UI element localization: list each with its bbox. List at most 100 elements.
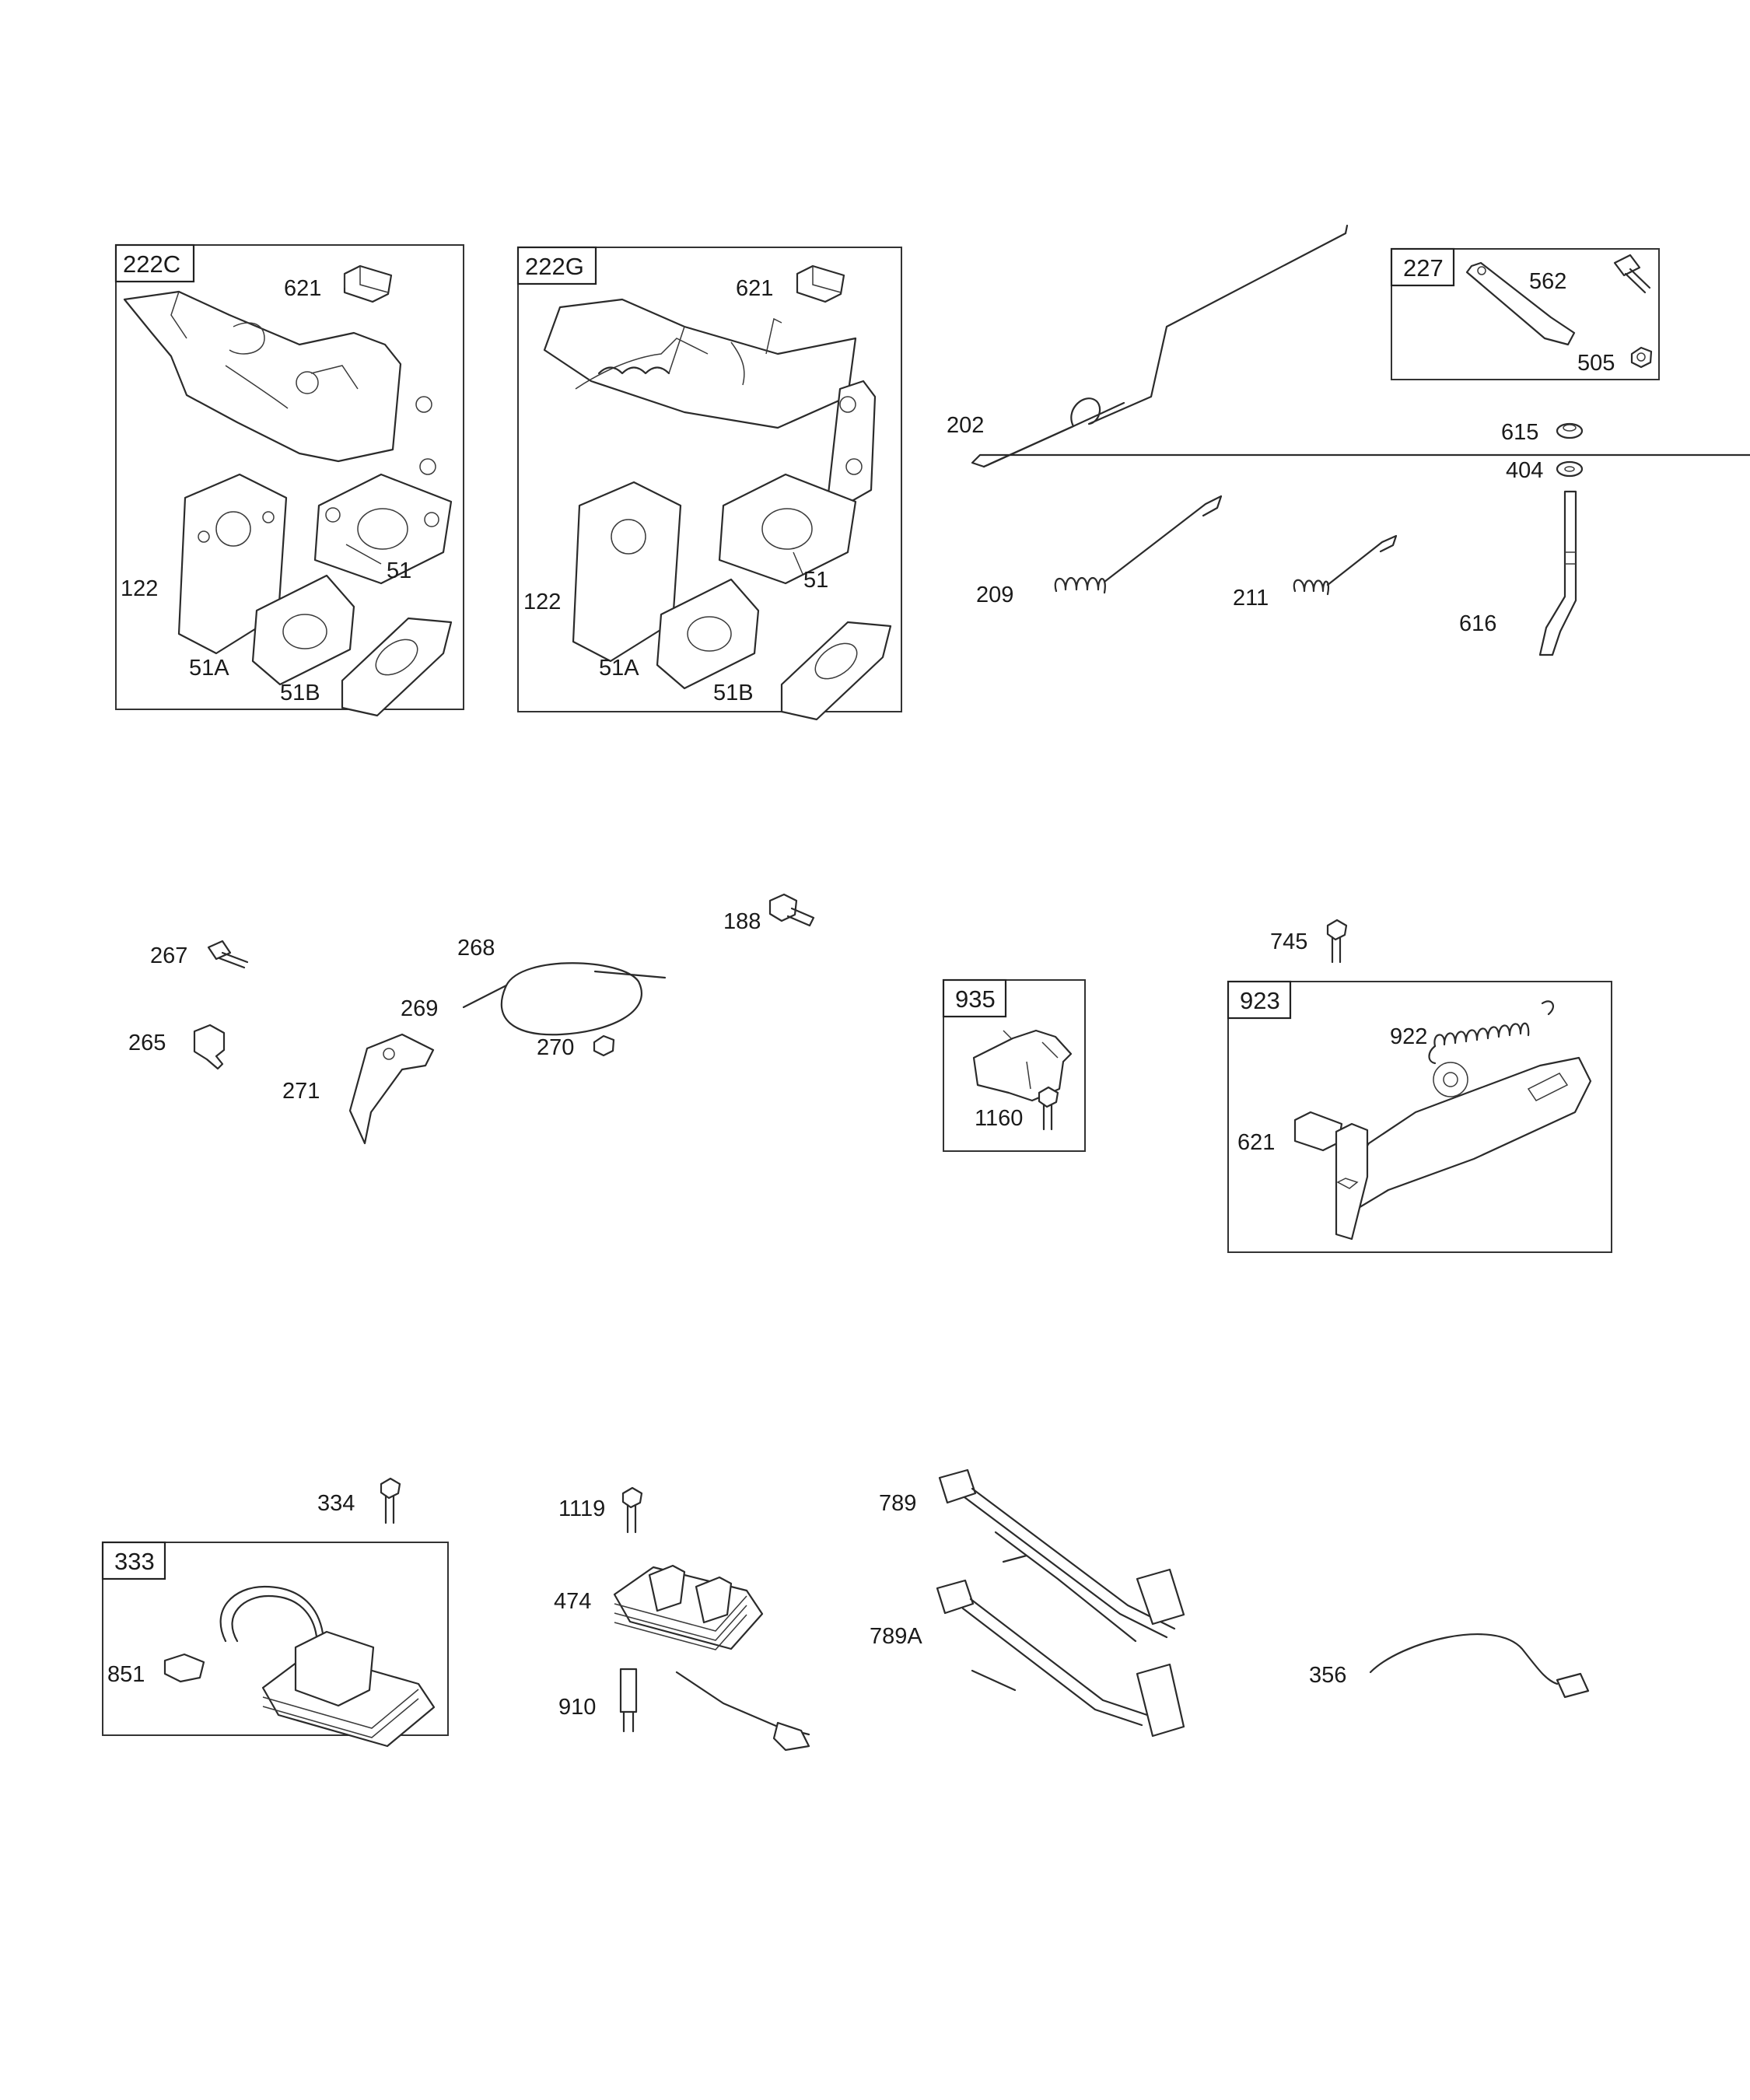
part-267-label: 267 xyxy=(150,943,187,968)
part-51-label: 51 xyxy=(387,558,411,583)
screw-1119-icon xyxy=(621,1486,643,1534)
group-222c-label: 222C xyxy=(123,250,180,278)
part-122-label: 122 xyxy=(121,576,158,601)
governor-link-202-icon xyxy=(982,401,1125,468)
group-935-tag xyxy=(942,978,1007,1018)
bracket-271-icon xyxy=(348,1033,435,1145)
part-615-label: 615 xyxy=(1501,420,1538,445)
part-265-label: 265 xyxy=(128,1031,166,1055)
part-334-label: 334 xyxy=(317,1491,355,1516)
part-270-label: 270 xyxy=(537,1035,574,1060)
nut-615-icon xyxy=(1556,422,1584,439)
part-51a-label: 51A xyxy=(189,656,229,681)
part-51-leader xyxy=(345,544,382,565)
part-51a-g-label: 51A xyxy=(599,656,639,681)
group-222c: 222C 621 51 12 xyxy=(114,243,464,717)
screw-267-icon xyxy=(207,940,249,969)
part-51b-label: 51B xyxy=(280,681,320,705)
ignition-coil-333-icon xyxy=(219,1585,436,1748)
part-621-label: 621 xyxy=(284,276,321,301)
part-745-label: 745 xyxy=(1270,929,1307,954)
group-227-frame xyxy=(1391,248,1660,380)
gasket-51-g-icon xyxy=(718,473,857,585)
group-923-label: 923 xyxy=(1240,987,1280,1014)
part-209-label: 209 xyxy=(976,583,1013,607)
screw-1160-icon xyxy=(1038,1086,1059,1131)
part-268-label: 268 xyxy=(457,936,495,961)
washer-404-icon xyxy=(1556,460,1584,478)
part-122-g-label: 122 xyxy=(523,590,561,614)
screw-562-icon xyxy=(1613,254,1651,294)
part-188-label: 188 xyxy=(723,909,761,934)
group-222g: 222G 621 51 122 51A xyxy=(516,246,902,721)
group-222c-tag xyxy=(114,243,195,283)
group-222c-frame xyxy=(115,244,464,710)
part-621c-label: 621 xyxy=(1237,1130,1275,1155)
group-222g-frame xyxy=(517,247,902,712)
group-333-tag xyxy=(101,1541,166,1580)
part-202-label: 202 xyxy=(947,413,984,438)
wire-356-icon xyxy=(1369,1633,1590,1699)
governor-link-202-icon xyxy=(971,224,1750,468)
spring-211-icon xyxy=(1293,534,1398,596)
gasket-51a-icon xyxy=(251,574,355,686)
part-789-label: 789 xyxy=(879,1491,916,1516)
group-935: 935 1160 xyxy=(942,978,1086,1152)
gasket-51-icon xyxy=(313,473,453,585)
group-923-frame xyxy=(1227,981,1612,1253)
harness-789a-icon xyxy=(936,1579,1185,1738)
part-51b-leader xyxy=(793,551,803,575)
clip-621b-icon xyxy=(796,264,845,303)
bracket-935-icon xyxy=(972,1029,1073,1102)
part-621b-label: 621 xyxy=(736,276,773,301)
control-bracket-g-icon xyxy=(543,298,877,507)
part-51b-g-label: 51B xyxy=(713,681,754,705)
bolt-188-icon xyxy=(768,893,815,927)
part-505-label: 505 xyxy=(1577,351,1615,376)
boot-851-icon xyxy=(163,1653,205,1683)
group-923-tag xyxy=(1227,980,1292,1020)
part-356-label: 356 xyxy=(1309,1663,1346,1688)
group-333-label: 333 xyxy=(114,1548,155,1575)
part-1119-label: 1119 xyxy=(558,1496,605,1521)
part-211-label: 211 xyxy=(1233,586,1269,611)
part-851-label: 851 xyxy=(107,1662,145,1687)
part-910-label: 910 xyxy=(558,1695,596,1720)
clip-621c-icon xyxy=(1293,1111,1343,1152)
part-474-label: 474 xyxy=(554,1589,591,1614)
harness-789-icon xyxy=(938,1468,1185,1643)
group-227-tag xyxy=(1390,247,1455,287)
group-935-frame xyxy=(943,979,1086,1152)
gasket-51b-icon xyxy=(341,617,453,717)
screw-334-icon xyxy=(380,1477,401,1524)
spacer-910-icon xyxy=(619,1668,638,1733)
part-269-label: 269 xyxy=(401,996,438,1021)
clip-621-icon xyxy=(343,264,393,303)
part-271-label: 271 xyxy=(282,1079,320,1104)
group-923: 923 922 621 xyxy=(1227,980,1612,1253)
gasket-51b-g-icon xyxy=(780,621,892,721)
group-222g-tag xyxy=(516,246,597,285)
part-51-g-label: 51 xyxy=(803,568,828,593)
part-922-label: 922 xyxy=(1390,1024,1427,1049)
gasket-51a-g-icon xyxy=(656,578,760,690)
part-562-label: 562 xyxy=(1529,269,1566,294)
group-227-label: 227 xyxy=(1403,254,1444,282)
part-404-label: 404 xyxy=(1506,458,1543,483)
lever-227-icon xyxy=(1465,261,1576,346)
shaft-616-icon xyxy=(1538,490,1577,656)
cable-268-icon xyxy=(462,962,667,1036)
clip-265-icon xyxy=(193,1024,226,1070)
control-bracket-icon xyxy=(123,290,436,475)
group-333: 333 851 xyxy=(101,1541,449,1748)
nut-270-icon xyxy=(593,1034,615,1057)
spring-922-icon xyxy=(1428,1000,1554,1065)
part-616-label: 616 xyxy=(1459,611,1496,636)
group-227: 227 562 505 xyxy=(1390,247,1660,380)
part-789a-label: 789A xyxy=(870,1624,922,1649)
nut-505-icon xyxy=(1630,346,1653,369)
spring-209-icon xyxy=(1054,495,1223,594)
part-1160-label: 1160 xyxy=(975,1106,1023,1131)
group-935-label: 935 xyxy=(955,985,996,1013)
